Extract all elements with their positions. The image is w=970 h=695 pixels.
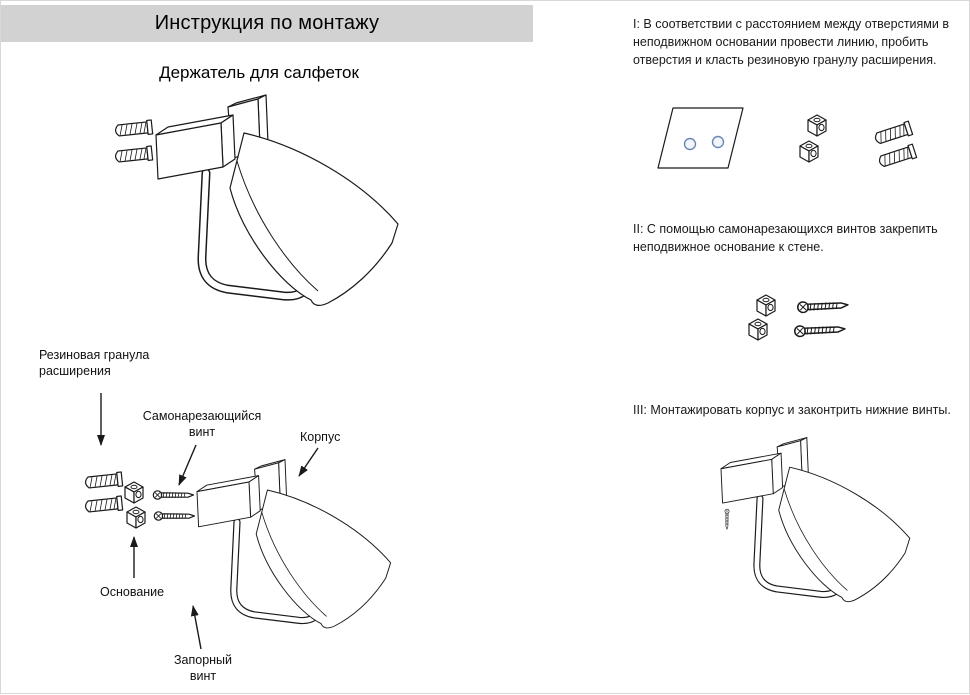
step-1-text: I: В соответствии с расстоянием между от… bbox=[633, 17, 949, 68]
base-block bbox=[799, 140, 819, 163]
step-2-figure bbox=[748, 294, 849, 341]
drill-template-plate bbox=[657, 107, 744, 169]
step-1-figure bbox=[657, 107, 918, 170]
self-tapping-screw bbox=[152, 490, 195, 500]
drill-hole bbox=[683, 137, 697, 151]
wall-anchor bbox=[114, 145, 154, 165]
base-block bbox=[748, 318, 768, 341]
wall-anchor bbox=[114, 119, 154, 139]
drill-hole bbox=[711, 135, 725, 149]
step-3-text: III: Монтажировать корпус и законтрить н… bbox=[633, 403, 951, 417]
self-tapping-screw bbox=[796, 298, 849, 314]
main-assembly-figure bbox=[114, 93, 436, 343]
rubber-expansion-plug bbox=[84, 495, 124, 515]
rubber-expansion-plug bbox=[876, 143, 918, 170]
napkin-holder-body bbox=[721, 438, 910, 602]
label-locking-screw: Запорный винт bbox=[173, 653, 233, 684]
rubber-expansion-plug bbox=[872, 120, 914, 147]
base-block bbox=[756, 294, 776, 317]
label-base: Основание bbox=[100, 585, 165, 599]
label-self-tapping-screw: Самонарезающийся винт bbox=[142, 409, 262, 440]
label-rubber-granule: Резиновая гранула расширения bbox=[39, 348, 150, 379]
exploded-diagram-figure bbox=[84, 439, 421, 659]
napkin-holder-body bbox=[156, 95, 398, 305]
rubber-expansion-plug bbox=[84, 471, 124, 491]
napkin-holder-body bbox=[197, 460, 391, 628]
base-block bbox=[126, 506, 146, 529]
base-block bbox=[124, 481, 144, 504]
step-3-figure bbox=[696, 433, 946, 633]
self-tapping-screw bbox=[793, 322, 846, 338]
base-block bbox=[807, 114, 827, 137]
step-2-text: II: С помощью самонарезающихся винтов за… bbox=[633, 222, 938, 255]
self-tapping-screw bbox=[153, 511, 196, 521]
product-title: Держатель для салфеток bbox=[159, 63, 359, 82]
label-body: Корпус bbox=[300, 430, 341, 444]
locking-screw bbox=[724, 508, 730, 530]
page-title: Инструкция по монтажу bbox=[154, 12, 380, 34]
header-bar: Инструкция по монтажу bbox=[1, 5, 533, 42]
